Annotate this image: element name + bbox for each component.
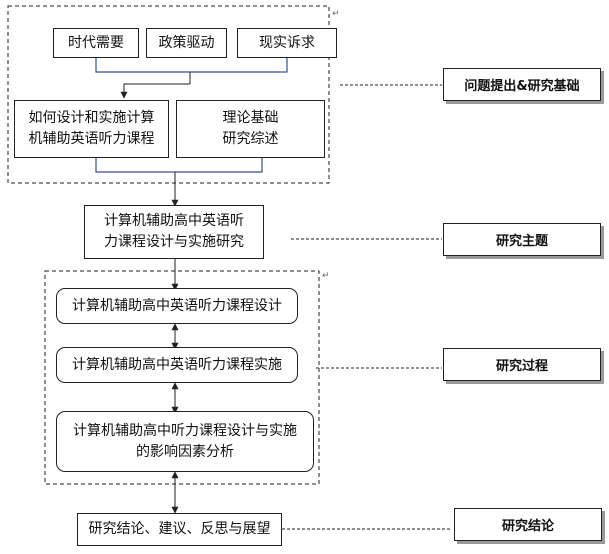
stage-label-theme: 研究主题 xyxy=(443,223,601,256)
stage-label-process: 研究过程 xyxy=(443,348,601,381)
box-theory-review: 理论基础 研究综述 xyxy=(176,100,325,158)
middle-row-bracket xyxy=(95,158,263,173)
stage-label-conclusion: 研究结论 xyxy=(454,508,602,541)
box-course-implementation: 计算机辅助高中英语听力课程实施 xyxy=(56,347,298,383)
box-course-design: 计算机辅助高中英语听力课程设计 xyxy=(56,288,298,324)
top-row-bracket xyxy=(95,58,288,73)
box-research-question: 如何设计和实施计算 机辅助英语听力课程 xyxy=(14,100,169,158)
box-research-theme: 计算机辅助高中英语听 力课程设计与实施研究 xyxy=(84,205,264,259)
box-policy-driven: 政策驱动 xyxy=(146,28,227,58)
arrow-to-question-bend xyxy=(120,83,190,99)
paragraph-mark: ↵ xyxy=(322,271,330,281)
paragraph-mark: ↵ xyxy=(332,9,340,19)
box-influencing-factors: 计算机辅助高中听力课程设计与实施 的影响因素分析 xyxy=(56,411,314,472)
stage1-dashed-frame xyxy=(7,5,330,184)
stage3-dashed-frame xyxy=(44,270,320,485)
box-conclusion: 研究结论、建议、反思与展望 xyxy=(77,513,282,546)
box-era-needs: 时代需要 xyxy=(53,28,139,58)
box-practical-demands: 现实诉求 xyxy=(237,28,337,58)
stage-label-problem-foundation: 问题提出&研究基础 xyxy=(443,68,601,101)
